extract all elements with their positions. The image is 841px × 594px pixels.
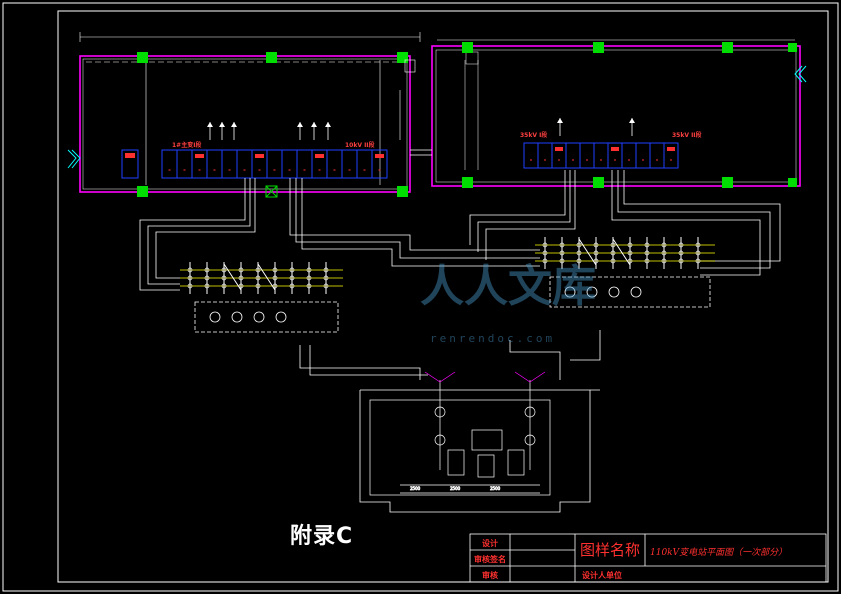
switchgear-cabinet	[281, 149, 298, 179]
bus-label-right-1: 35kV I段	[520, 132, 548, 139]
switchgear-cabinet	[356, 149, 373, 179]
switchgear-cabinet	[551, 142, 567, 169]
switchgear-cabinet	[565, 142, 581, 169]
switchgear-cabinet	[371, 149, 388, 179]
svg-text:2500: 2500	[410, 486, 421, 491]
switchgear-cabinet	[176, 149, 193, 179]
title-block-frame	[469, 533, 827, 583]
tb-row2-label: 审核签名	[474, 555, 506, 564]
tb-drawing-title: 110kV变电站平面图（一次部分）	[650, 548, 788, 558]
watermark-text: 人人文库	[420, 261, 596, 312]
bus-label-left-2: 10kV II段	[345, 142, 375, 149]
svg-text:2500: 2500	[450, 486, 461, 491]
switchgear-cabinet	[341, 149, 358, 179]
switchgear-cabinet	[206, 149, 223, 179]
bus-label-right-2: 35kV II段	[672, 132, 702, 139]
switchgear-cabinet	[635, 142, 651, 169]
right-outdoor-bay	[535, 237, 715, 308]
left-outdoor-bay	[180, 262, 343, 333]
tb-drawing-name-label: 图样名称	[580, 541, 641, 559]
switchgear-cabinet	[523, 142, 539, 169]
switchgear-cabinet	[621, 142, 637, 169]
switchgear-cabinet	[663, 142, 679, 169]
passage	[410, 149, 432, 156]
switchgear-cabinet	[326, 149, 343, 179]
switchgear-cabinet	[266, 149, 283, 179]
tb-designer-unit-label: 设计人单位	[582, 571, 622, 580]
left-building	[67, 32, 421, 198]
left-switchgear-row	[161, 122, 388, 179]
right-switchgear-row	[523, 118, 679, 169]
tb-row1-label: 设计	[482, 539, 498, 548]
cable-routing	[139, 170, 781, 513]
switchgear-cabinet	[593, 142, 609, 169]
inner-frame	[57, 10, 829, 583]
switchgear-cabinet	[161, 149, 178, 179]
appendix-label: 附录C	[290, 524, 354, 549]
switchgear-cabinet	[649, 142, 665, 169]
switchgear-cabinet	[579, 142, 595, 169]
switchgear-cabinet	[537, 142, 553, 169]
right-building	[431, 39, 807, 188]
main-transformer-area: 2500 2500 2500	[369, 371, 551, 496]
switchgear-cabinet	[221, 149, 238, 179]
bus-label-left-1: 1#主变I段	[172, 142, 202, 149]
switchgear-cabinet	[607, 142, 623, 169]
switchgear-cabinet	[236, 149, 253, 179]
svg-text:2500: 2500	[490, 486, 501, 491]
switchgear-cabinet	[296, 149, 313, 179]
watermark-url: renrendoc.com	[430, 332, 556, 345]
tb-row3-label: 审核	[482, 571, 498, 580]
